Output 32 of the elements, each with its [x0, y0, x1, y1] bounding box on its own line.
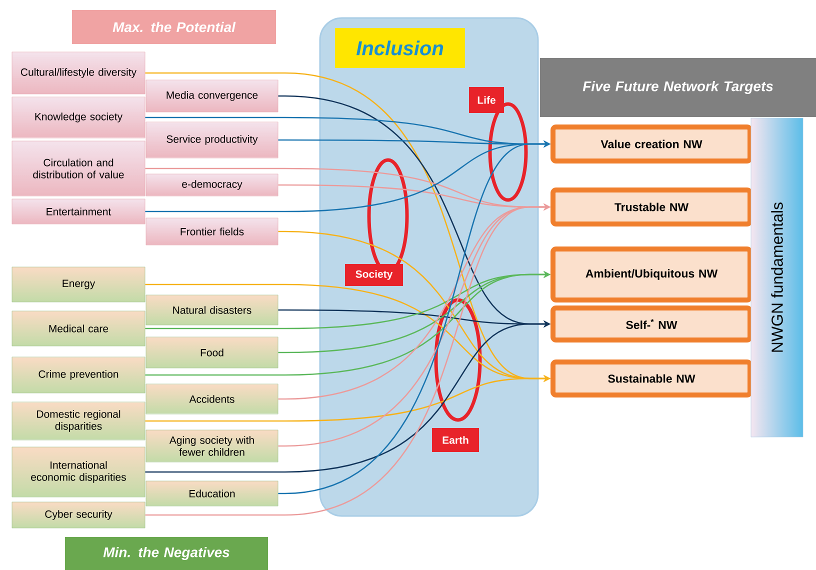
- topic-box: Education: [146, 480, 278, 506]
- topic-box: Crime prevention: [12, 356, 146, 394]
- tag-label: Society: [345, 264, 403, 286]
- topic-box: Energy: [12, 266, 146, 302]
- topic-box: e-democracy: [146, 174, 278, 196]
- header-band: Max. the Potential: [72, 10, 276, 44]
- target-box: Trustable NW: [550, 188, 752, 226]
- topic-box: Circulation and distribution of value: [12, 140, 146, 196]
- topic-box: Natural disasters: [146, 294, 278, 326]
- topic-box: International economic disparities: [12, 446, 146, 498]
- topic-box: Service productivity: [146, 122, 278, 158]
- topic-box: Accidents: [146, 384, 278, 414]
- header-band: Five Future Network Targets: [540, 58, 816, 117]
- topic-box: Cyber security: [12, 502, 146, 528]
- header-band: Min. the Negatives: [65, 537, 268, 570]
- topic-box: Frontier fields: [146, 218, 278, 246]
- title-box: Inclusion: [335, 28, 465, 68]
- tag-label: Earth: [432, 428, 479, 452]
- tag-label: Life: [469, 87, 504, 113]
- topic-box: Knowledge society: [12, 96, 146, 138]
- fundamentals-bar: NWGN fundamentals: [750, 118, 804, 438]
- topic-box: Cultural/lifestyle diversity: [12, 52, 146, 94]
- topic-box: Food: [146, 336, 278, 368]
- topic-box: Media convergence: [146, 80, 278, 112]
- topic-box: Domestic regional disparities: [12, 402, 146, 440]
- target-box: Ambient/Ubiquitous NW: [550, 246, 752, 302]
- target-box: Value creation NW: [550, 124, 752, 164]
- topic-box: Entertainment: [12, 198, 146, 224]
- target-box: Self-$^{*}$ NW: [550, 306, 752, 342]
- topic-box: Medical care: [12, 310, 146, 346]
- target-box: Sustainable NW: [550, 360, 752, 398]
- topic-box: Aging society with fewer children: [146, 430, 278, 462]
